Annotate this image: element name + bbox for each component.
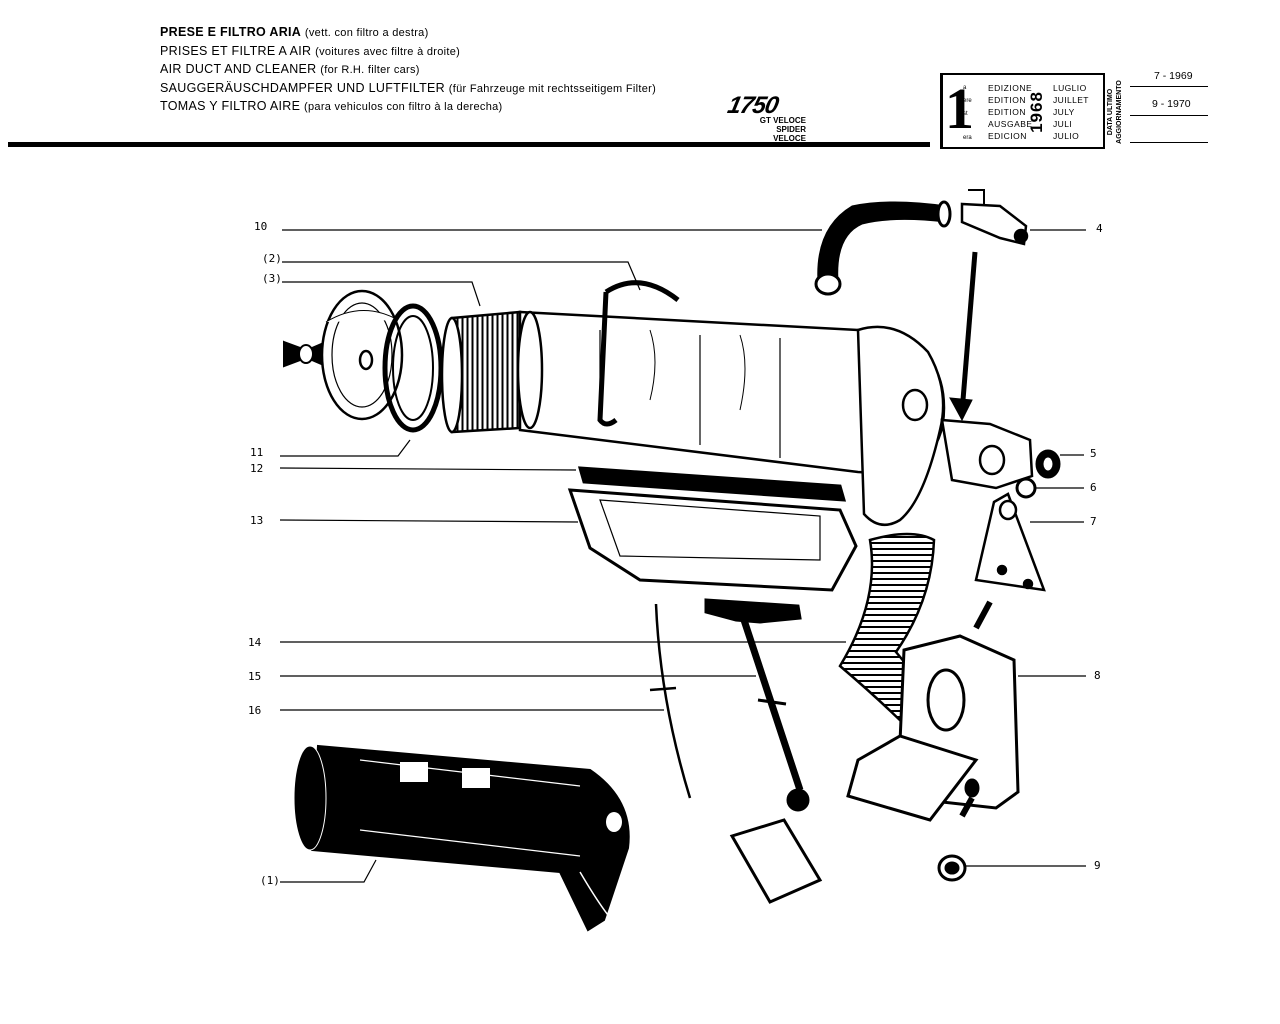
edition-suffix: a bbox=[963, 85, 967, 91]
callout-line bbox=[280, 439, 411, 457]
title-note: (para vehiculos con filtro à la derecha) bbox=[304, 101, 503, 113]
title-note: (for R.H. filter cars) bbox=[320, 64, 420, 76]
manifold bbox=[940, 418, 1034, 490]
callouts: 10 (2) (3) 11 12 13 14 15 16 (1) 4 5 6 7… bbox=[248, 220, 1103, 887]
model-variant: GT VELOCE bbox=[759, 116, 806, 125]
callout-line bbox=[280, 859, 377, 883]
update-line bbox=[1130, 142, 1208, 143]
title-note: (für Fahrzeuge mit rechtsseitigem Filter… bbox=[448, 82, 657, 95]
model-variants: GT VELOCE SPIDER VELOCE bbox=[744, 116, 806, 143]
callout-label: 12 bbox=[250, 462, 263, 475]
callout-label: 16 bbox=[248, 704, 261, 717]
breather-hose bbox=[814, 200, 952, 296]
edition-suffix: st bbox=[963, 111, 968, 117]
callout-label: 8 bbox=[1094, 669, 1101, 682]
title-note: (voitures avec filtre à droite) bbox=[315, 45, 461, 58]
title-block: PRESE E FILTRO ARIA (vett. con filtro a … bbox=[160, 24, 656, 117]
callout-label: 4 bbox=[1096, 222, 1103, 235]
callout-label: (2) bbox=[262, 252, 282, 265]
edition-box: 1 a ere st era EDIZIONE EDITION EDITION … bbox=[940, 73, 1105, 149]
title-main: PRESE E FILTRO ARIA bbox=[160, 25, 302, 39]
callout-label: (1) bbox=[260, 874, 280, 887]
intake-box bbox=[846, 634, 1020, 822]
seal-ring bbox=[382, 303, 444, 433]
title-line-de: SAUGGERÄUSCHDAMPFER UND LUFTFILTER (für … bbox=[160, 80, 656, 99]
update-date: 7 - 1969 bbox=[1154, 70, 1193, 82]
arrow-down bbox=[949, 251, 978, 422]
support-strap bbox=[704, 598, 823, 904]
callout-label: 7 bbox=[1090, 515, 1097, 528]
title-line-es: TOMAS Y FILTRO AIRE (para vehiculos con … bbox=[160, 98, 656, 117]
title-line-it: PRESE E FILTRO ARIA (vett. con filtro a … bbox=[160, 24, 656, 43]
callout-label: 15 bbox=[248, 670, 261, 683]
filter-tray bbox=[567, 466, 858, 592]
callout-label: 14 bbox=[248, 636, 262, 649]
wing-nut bbox=[283, 340, 327, 368]
callout-label: 13 bbox=[250, 514, 263, 527]
grommet bbox=[1035, 449, 1061, 479]
title-line-en: AIR DUCT AND CLEANER (for R.H. filter ca… bbox=[160, 61, 656, 80]
update-line bbox=[1130, 115, 1208, 116]
callout-label: 5 bbox=[1090, 447, 1097, 460]
callout-line bbox=[279, 519, 579, 523]
callout-label: 10 bbox=[254, 220, 267, 233]
edition-number: 1 bbox=[945, 76, 974, 141]
edition-label: EDITION bbox=[988, 95, 1026, 105]
update-date: 9 - 1970 bbox=[1152, 98, 1191, 110]
edition-label: EDICION bbox=[988, 131, 1027, 141]
title-line-fr: PRISES ET FILTRE A AIR (voitures avec fi… bbox=[160, 43, 656, 62]
edition-month: JULIO bbox=[1053, 131, 1080, 141]
callout-label: 9 bbox=[1094, 859, 1101, 872]
edition-label: AUSGABE bbox=[988, 119, 1033, 129]
filter-element bbox=[440, 310, 522, 434]
title-main: TOMAS Y FILTRO AIRE bbox=[160, 99, 301, 113]
filter-lid bbox=[320, 289, 404, 421]
title-note: (vett. con filtro a destra) bbox=[304, 27, 429, 39]
edition-month: JULY bbox=[1053, 107, 1075, 117]
callout-label: 11 bbox=[250, 446, 263, 459]
edition-label: EDITION bbox=[988, 107, 1026, 117]
elbow-connector bbox=[960, 189, 1029, 246]
callout-line bbox=[282, 281, 481, 307]
callout-line bbox=[282, 261, 641, 291]
bracket bbox=[974, 492, 1046, 592]
callout-label: (3) bbox=[262, 272, 282, 285]
arrow-intake bbox=[959, 600, 993, 818]
filter-housing bbox=[516, 310, 946, 527]
title-main: PRISES ET FILTRE A AIR bbox=[160, 43, 312, 58]
edition-month: JULI bbox=[1053, 119, 1073, 129]
edition-suffix: era bbox=[963, 135, 972, 141]
model-variant: SPIDER VELOCE bbox=[773, 125, 806, 143]
plug bbox=[937, 854, 967, 882]
edition-suffix: ere bbox=[963, 98, 972, 104]
tray-drain bbox=[649, 603, 692, 799]
clamp-band bbox=[597, 280, 680, 427]
edition-month: JUILLET bbox=[1053, 95, 1089, 105]
title-main: SAUGGERÄUSCHDAMPFER UND LUFTFILTER bbox=[160, 80, 445, 95]
sleeve bbox=[1015, 477, 1037, 499]
update-line bbox=[1130, 86, 1208, 87]
callout-label: 6 bbox=[1090, 481, 1097, 494]
edition-label: EDIZIONE bbox=[988, 83, 1033, 93]
header-rule bbox=[8, 142, 930, 147]
callout-line bbox=[279, 467, 577, 471]
edition-month: LUGLIO bbox=[1053, 83, 1087, 93]
title-main: AIR DUCT AND CLEANER bbox=[160, 62, 317, 76]
silencer bbox=[293, 744, 630, 932]
